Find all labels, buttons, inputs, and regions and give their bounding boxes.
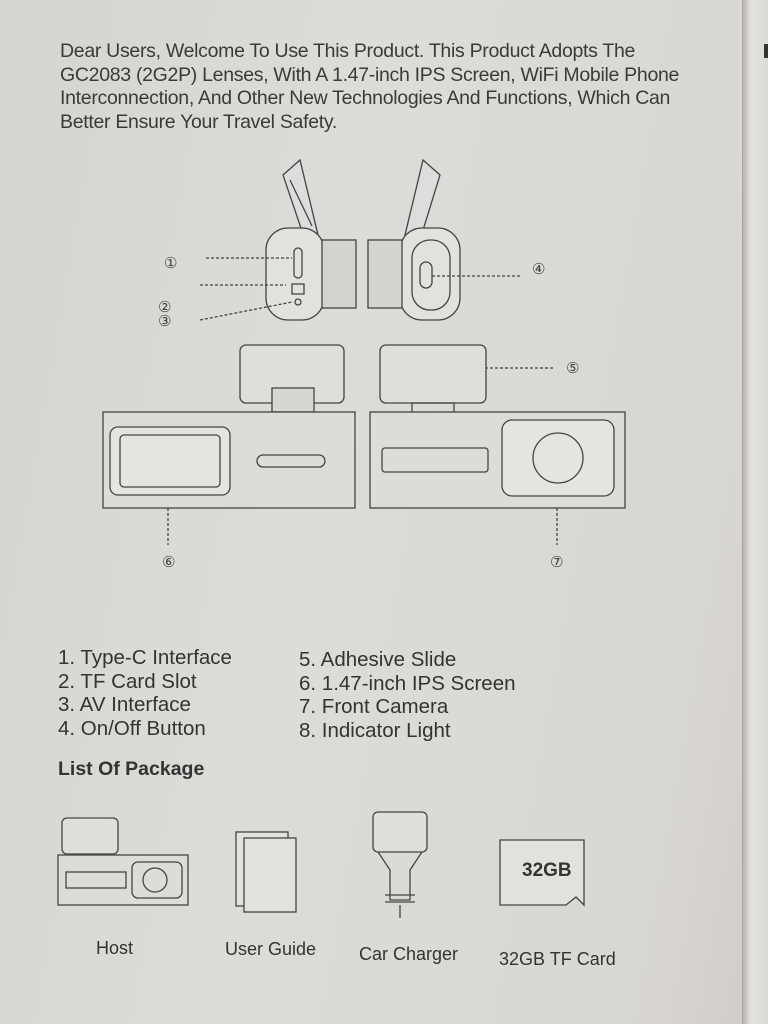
side-view-right [367,158,461,321]
part-item: 7. Front Camera [299,695,449,718]
intro-paragraph: Dear Users, Welcome To Use This Product.… [60,40,680,133]
package-label-car-charger: Car Charger [359,944,459,964]
part-item: 8. Indicator Light [299,718,451,742]
callout-4: ④ [532,260,545,278]
car-charger-icon [372,811,428,918]
part-item: 3. AV Interface [58,693,191,716]
tf-card-icon [499,839,585,907]
callout-7: ⑦ [550,553,563,571]
parts-list-right: 5. Adhesive Slide 6. 1.47-inch IPS Scree… [299,648,516,742]
part-item: 2. TF Card Slot [58,669,197,693]
callout-1: ① [164,254,177,272]
package-title: List Of Package [58,758,205,780]
next-page-text-fragment [764,44,768,58]
package-label-tf-card: 32GB TF Card [499,949,616,969]
dashcam-diagram: ① ② ③ ④ ⑤ ⑥ ⑦ [102,158,626,571]
callout-2: ② [158,298,171,316]
tf-card-capacity: 32GB [522,860,572,881]
part-item: 5. Adhesive Slide [299,648,457,671]
callout-5: ⑤ [566,359,579,377]
side-view-left [265,158,357,321]
callout-6: ⑥ [162,553,175,571]
part-item: 1. Type-C Interface [58,646,232,669]
package-label-host: Host [96,938,134,958]
next-page-edge [742,0,768,1024]
package-illustrations: 32GB [57,811,585,918]
package-label-user-guide: User Guide [225,939,317,959]
host-icon [57,817,189,906]
part-item: 6. 1.47-inch IPS Screen [299,671,516,695]
parts-list-left: 1. Type-C Interface 2. TF Card Slot 3. A… [58,646,232,740]
user-guide-icon [235,831,297,913]
callout-3: ③ [158,312,171,330]
part-item: 4. On/Off Button [58,716,206,740]
